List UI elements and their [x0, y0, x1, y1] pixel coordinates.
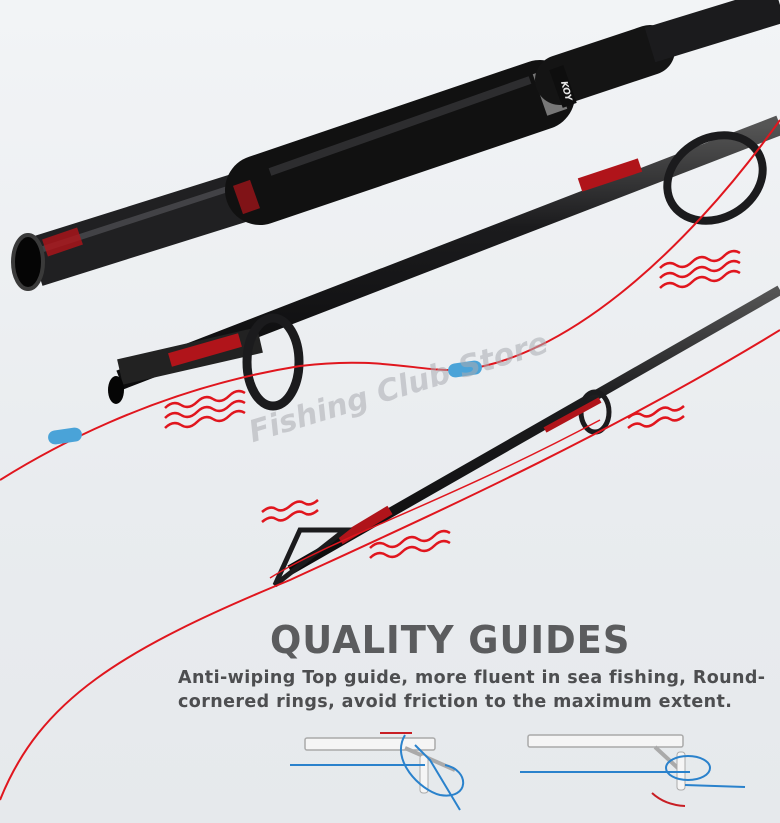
top-guide-icon [272, 527, 353, 587]
friction-wave-icon [164, 249, 741, 559]
rod-tip [272, 285, 780, 587]
fishing-line [0, 329, 780, 801]
diagram-tangled-guide [290, 732, 465, 811]
guide-ring-icon [663, 131, 767, 225]
rod-middle [108, 115, 780, 411]
heading: QUALITY GUIDES [270, 618, 631, 662]
bead-icon [48, 427, 82, 445]
guide-ring-icon [242, 313, 304, 411]
description: Anti-wiping Top guide, more fluent in se… [178, 668, 766, 712]
diagram-smooth-guide [520, 734, 746, 807]
rod-handle: KOY [11, 0, 780, 291]
bead-icon [448, 360, 482, 378]
fishing-line [0, 119, 780, 481]
